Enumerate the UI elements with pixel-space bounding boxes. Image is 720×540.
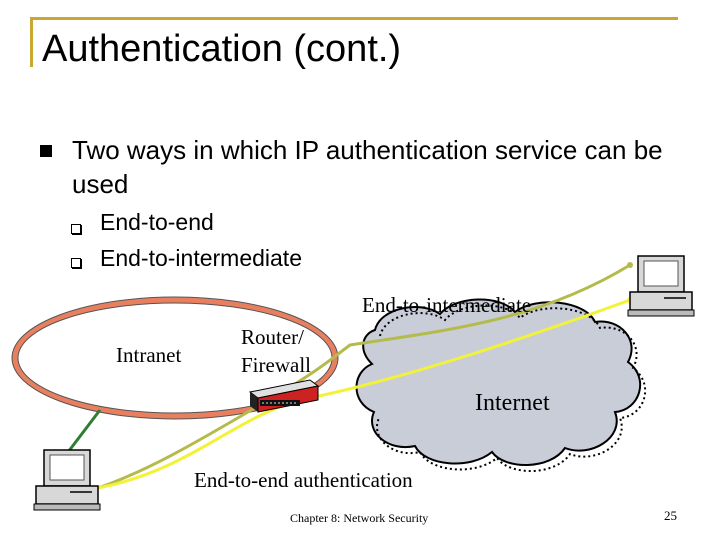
- title-frame-left: [30, 17, 33, 67]
- internet-label: Internet: [475, 390, 550, 416]
- footer-caption: Chapter 8: Network Security: [290, 511, 429, 525]
- end-to-intermediate-path: [97, 263, 631, 490]
- workstation-left-icon: [33, 449, 101, 511]
- sub-bullet-icon: [71, 258, 81, 268]
- sub-bullet-icon: [71, 224, 81, 234]
- router-firewall-icon: [248, 379, 320, 413]
- main-bullet-text: Two ways in which IP authentication serv…: [72, 135, 663, 199]
- title-frame-top: [30, 17, 678, 20]
- sub-bullet-end-to-end: End-to-end: [100, 209, 214, 235]
- router-label-line1: Router/: [241, 325, 304, 349]
- end-to-intermediate-label: End-to-intermediate: [362, 293, 532, 317]
- slide-title: Authentication (cont.): [42, 28, 402, 70]
- intranet-label: Intranet: [116, 343, 182, 367]
- page-number: 25: [664, 508, 677, 523]
- bullet-square-icon: [40, 145, 52, 157]
- end-to-end-label: End-to-end authentication: [194, 468, 413, 492]
- sub-bullet-end-to-intermediate: End-to-intermediate: [100, 245, 302, 271]
- workstation-right-icon: [627, 255, 695, 317]
- router-label-line2: Firewall: [241, 353, 311, 377]
- internet-cloud: [355, 298, 647, 472]
